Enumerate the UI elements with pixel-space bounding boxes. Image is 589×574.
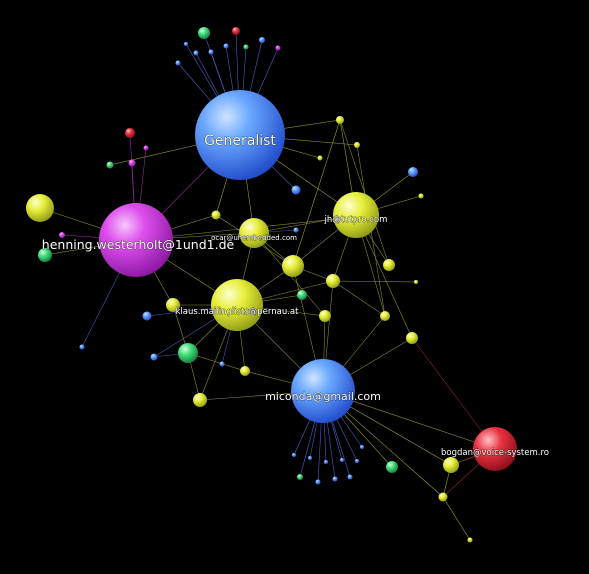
label-miconda: miconda@gmail.com xyxy=(265,390,381,403)
node-small[interactable] xyxy=(198,27,210,39)
node-small[interactable] xyxy=(443,457,459,473)
label-klaus: klaus.mailinglists@pernau.at xyxy=(176,307,300,317)
node-small[interactable] xyxy=(178,343,198,363)
node-small[interactable] xyxy=(275,45,281,51)
node-small[interactable] xyxy=(282,255,304,277)
node-small[interactable] xyxy=(175,60,181,66)
node-small[interactable] xyxy=(292,453,296,457)
node-small[interactable] xyxy=(193,50,199,56)
node-miconda[interactable] xyxy=(291,359,355,423)
node-small[interactable] xyxy=(360,445,364,449)
node-small[interactable] xyxy=(59,232,65,238)
node-small[interactable] xyxy=(386,461,398,473)
node-ocar[interactable] xyxy=(239,218,269,248)
node-small[interactable] xyxy=(408,167,418,177)
label-generalist: Generalist xyxy=(204,133,276,149)
node-small[interactable] xyxy=(128,159,136,167)
node-small[interactable] xyxy=(324,460,328,464)
node-small[interactable] xyxy=(438,492,448,502)
node-small[interactable] xyxy=(166,298,180,312)
node-small[interactable] xyxy=(143,145,149,151)
node-small[interactable] xyxy=(380,311,390,321)
label-jh: jh@tutpro.com xyxy=(324,215,388,225)
node-small[interactable] xyxy=(232,27,240,35)
node-small[interactable] xyxy=(467,537,473,543)
node-small[interactable] xyxy=(150,353,158,361)
node-small[interactable] xyxy=(240,366,250,376)
node-small[interactable] xyxy=(125,128,135,138)
label-bogdan: bogdan@voice-system.ro xyxy=(441,448,549,458)
node-small[interactable] xyxy=(259,37,265,43)
nodes xyxy=(26,27,517,543)
node-small[interactable] xyxy=(291,185,301,195)
node-small[interactable] xyxy=(293,227,299,233)
node-small[interactable] xyxy=(79,344,85,350)
node-small[interactable] xyxy=(243,44,249,50)
node-small[interactable] xyxy=(106,161,114,169)
node-jh[interactable] xyxy=(333,192,379,238)
node-henning[interactable] xyxy=(99,203,173,277)
node-small[interactable] xyxy=(336,116,344,124)
node-small[interactable] xyxy=(406,332,418,344)
node-small[interactable] xyxy=(297,290,307,300)
node-small[interactable] xyxy=(347,474,353,480)
node-small[interactable] xyxy=(223,43,229,49)
node-small[interactable] xyxy=(354,142,360,148)
node-small[interactable] xyxy=(142,311,152,321)
node-small[interactable] xyxy=(355,459,359,463)
node-small[interactable] xyxy=(340,458,344,462)
labels: Generalist henning.westerholt@1und1.de m… xyxy=(41,133,549,459)
node-small[interactable] xyxy=(297,474,303,480)
node-small[interactable] xyxy=(38,248,52,262)
node-small[interactable] xyxy=(414,280,418,284)
node-small[interactable] xyxy=(319,310,331,322)
node-small[interactable] xyxy=(332,476,338,482)
node-bogdan[interactable] xyxy=(473,427,517,471)
node-small[interactable] xyxy=(26,194,54,222)
node-small[interactable] xyxy=(184,42,188,46)
node-generalist[interactable] xyxy=(195,90,285,180)
node-small[interactable] xyxy=(317,155,323,161)
node-small[interactable] xyxy=(211,210,221,220)
node-small[interactable] xyxy=(326,274,340,288)
node-small[interactable] xyxy=(193,393,207,407)
node-klaus[interactable] xyxy=(211,279,263,331)
node-small[interactable] xyxy=(418,193,424,199)
node-small[interactable] xyxy=(308,456,312,460)
label-henning: henning.westerholt@1und1.de xyxy=(42,237,235,252)
node-small[interactable] xyxy=(208,49,214,55)
node-small[interactable] xyxy=(315,479,321,485)
node-small[interactable] xyxy=(219,361,225,367)
label-ocar: ocar@uhembedded.com xyxy=(211,234,297,242)
node-small[interactable] xyxy=(383,259,395,271)
